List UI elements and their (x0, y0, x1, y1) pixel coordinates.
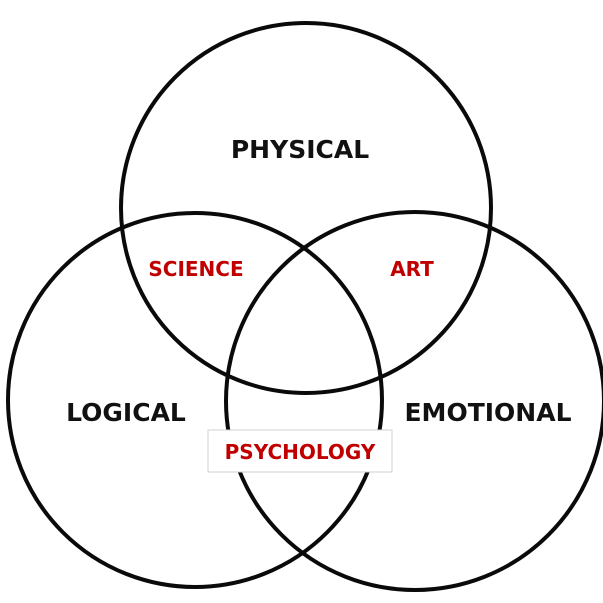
physical-label: PHYSICAL (231, 135, 369, 164)
logical-label: LOGICAL (66, 398, 186, 427)
physical-circle (119, 21, 493, 395)
psychology-label: PSYCHOLOGY (225, 440, 376, 464)
emotional-circle (224, 210, 603, 592)
science-label: SCIENCE (148, 257, 243, 281)
logical-circle (6, 211, 384, 589)
emotional-label: EMOTIONAL (404, 398, 571, 427)
art-label: ART (390, 257, 434, 281)
psychology-label-box (207, 429, 393, 473)
